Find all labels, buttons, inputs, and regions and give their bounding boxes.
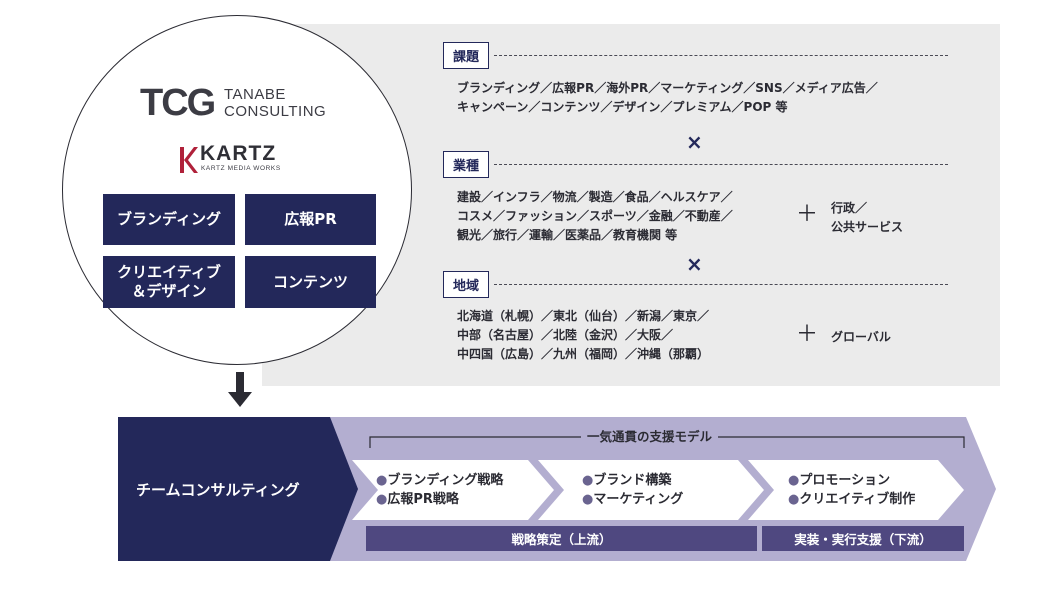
service-label-line2: ＆デザイン xyxy=(131,282,207,300)
section-body-kadai: ブランディング／広報PR／海外PR／マーケティング／SNS／メディア広告／ キャ… xyxy=(457,79,878,117)
plus-icon: ＋ xyxy=(796,322,819,347)
team-consulting-label: チームコンサルティング xyxy=(136,481,300,499)
bullet-icon: ● xyxy=(788,492,800,507)
service-contents: コンテンツ xyxy=(245,256,376,308)
down-arrow-icon xyxy=(228,372,252,407)
body-line: ブランディング／広報PR／海外PR／マーケティング／SNS／メディア広告／ xyxy=(457,81,878,95)
step-2-items: ●ブランド構築 ●マーケティング xyxy=(582,471,683,509)
step-item: ●ブランディング戦略 xyxy=(376,471,503,490)
body-line: 建設／インフラ／物流／製造／食品／ヘルスケア／ xyxy=(457,190,733,204)
times-icon: × xyxy=(686,252,703,276)
section-label-text: 業種 xyxy=(452,159,479,174)
service-label: ブランディング xyxy=(117,210,221,228)
side-line: グローバル xyxy=(831,330,891,344)
step-item: ●広報PR戦略 xyxy=(376,490,503,509)
side-line: 行政／ xyxy=(831,201,868,215)
bullet-icon: ● xyxy=(376,492,388,507)
bullet-icon: ● xyxy=(376,473,388,488)
upstream-bar-label: 戦略策定（上流） xyxy=(511,532,612,547)
step-chevron-2 xyxy=(538,460,764,520)
service-label-line1: クリエイティブ xyxy=(117,263,221,281)
kartz-logo-icon xyxy=(180,147,198,173)
section-label-gyoshu: 業種 xyxy=(443,151,489,178)
tcg-logo-name: TANABE CONSULTING xyxy=(224,86,326,120)
service-pr: 広報PR xyxy=(245,194,376,245)
bullet-icon: ● xyxy=(582,492,594,507)
step-item-text: ブランド構築 xyxy=(593,473,672,488)
service-label: コンテンツ xyxy=(272,272,348,291)
body-line: キャンペーン／コンテンツ／デザイン／プレミアム／POP 等 xyxy=(457,100,788,114)
bullet-icon: ● xyxy=(582,473,594,488)
body-line: 中部（名古屋）／北陸（金沢）／大阪／ xyxy=(457,328,674,342)
service-label: 広報PR xyxy=(284,210,337,228)
section-body-gyoshu: 建設／インフラ／物流／製造／食品／ヘルスケア／ コスメ／ファッション／スポーツ／… xyxy=(457,188,733,245)
body-line: 観光／旅行／運輸／医薬品／教育機関 等 xyxy=(457,228,678,242)
side-note-chiiki: グローバル xyxy=(831,328,891,347)
body-line: コスメ／ファッション／スポーツ／金融／不動産／ xyxy=(457,209,733,223)
body-line: 中四国（広島）／九州（福岡）／沖縄（那覇） xyxy=(457,347,710,361)
side-line: 公共サービス xyxy=(831,220,904,234)
step-item-text: プロモーション xyxy=(799,473,891,488)
plus-icon: ＋ xyxy=(796,202,819,227)
side-note-gyoshu: 行政／ 公共サービス xyxy=(831,199,903,237)
section-label-kadai: 課題 xyxy=(443,42,489,69)
step-3-items: ●プロモーション ●クリエイティブ制作 xyxy=(788,471,915,509)
service-branding: ブランディング xyxy=(103,194,235,245)
section-label-text: 課題 xyxy=(452,50,479,65)
downstream-bar-label: 実装・実行支援（下流） xyxy=(794,532,932,547)
section-label-text: 地域 xyxy=(452,279,479,294)
step-item: ●プロモーション xyxy=(788,471,915,490)
body-line: 北海道（札幌）／東北（仙台）／新潟／東京／ xyxy=(457,309,710,323)
step-item: ●マーケティング xyxy=(582,490,683,509)
tcg-logo-text: TCG xyxy=(140,82,216,124)
step-item-text: クリエイティブ制作 xyxy=(799,492,916,507)
step-chevron-1 xyxy=(352,460,554,520)
section-divider xyxy=(494,284,948,285)
step-chevron-3 xyxy=(748,460,964,520)
service-creative-design: クリエイティブ ＆デザイン xyxy=(103,256,235,308)
step-item: ●ブランド構築 xyxy=(582,471,683,490)
upstream-bar: 戦略策定（上流） xyxy=(366,526,757,551)
downstream-bar: 実装・実行支援（下流） xyxy=(762,526,964,551)
section-divider xyxy=(494,164,948,165)
section-divider xyxy=(494,55,948,56)
team-consulting-block xyxy=(118,417,358,561)
step-item: ●クリエイティブ制作 xyxy=(788,490,915,509)
step-1-items: ●ブランディング戦略 ●広報PR戦略 xyxy=(376,471,503,509)
model-title: 一気通貫の支援モデル xyxy=(581,429,719,445)
step-item-text: 広報PR戦略 xyxy=(387,492,459,507)
tcg-name-line1: TANABE xyxy=(224,86,286,103)
kartz-logo-name: KARTZ xyxy=(200,142,277,165)
section-label-chiiki: 地域 xyxy=(443,271,489,298)
tcg-logo-mark: TCG xyxy=(140,82,216,124)
step-item-text: マーケティング xyxy=(593,492,684,507)
section-body-chiiki: 北海道（札幌）／東北（仙台）／新潟／東京／ 中部（名古屋）／北陸（金沢）／大阪／… xyxy=(457,307,709,364)
bullet-icon: ● xyxy=(788,473,800,488)
tcg-name-line2: CONSULTING xyxy=(224,103,327,120)
kartz-logo-sub: KARTZ MEDIA WORKS xyxy=(201,165,281,172)
times-icon: × xyxy=(686,130,703,154)
step-item-text: ブランディング戦略 xyxy=(387,473,504,488)
